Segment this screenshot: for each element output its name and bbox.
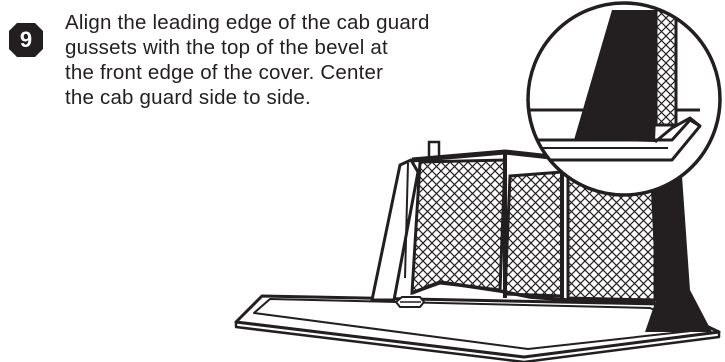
- right-gusset: [645, 168, 712, 332]
- detail-callout: [520, 3, 720, 195]
- left-gusset: [372, 160, 418, 300]
- cover-latch: [396, 297, 424, 307]
